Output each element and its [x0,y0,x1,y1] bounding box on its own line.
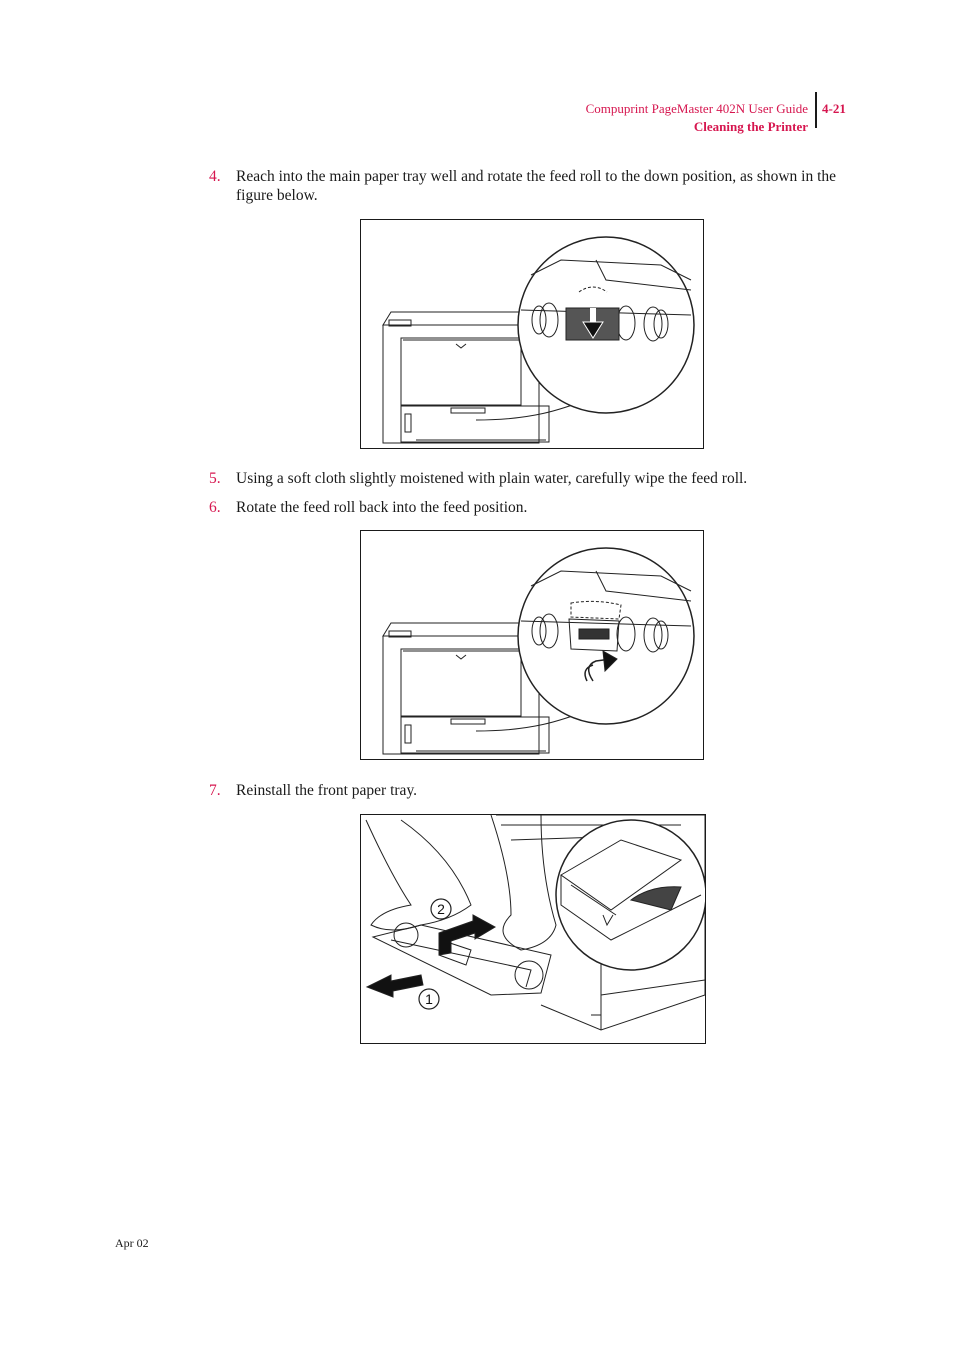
step-number: 6. [209,499,221,516]
page-number: 4-21 [822,101,846,116]
step-text: Reinstall the front paper tray. [236,782,418,799]
step-text: Reach into the main paper tray well and … [236,168,837,204]
printer-illustration [382,311,550,444]
magnified-tray-detail [555,819,705,971]
figure-reinstall-tray: 2 1 [360,814,706,1044]
magnified-feed-roll [517,547,695,725]
hands-illustration [365,815,557,951]
section-title: Cleaning the Printer [693,119,808,134]
step-text: Rotate the feed roll back into the feed … [236,499,528,516]
callout-1: 1 [418,988,440,1010]
callout-2-label: 2 [437,901,445,917]
step-7: 7. Reinstall the front paper tray. [209,781,869,800]
step-number: 5. [209,470,221,487]
step-5: 5. Using a soft cloth slightly moistened… [209,469,869,488]
magnified-feed-roll [517,236,695,414]
step-4: 4. Reach into the main paper tray well a… [209,167,869,205]
step-number: 4. [209,168,221,185]
step-text: Using a soft cloth slightly moistened wi… [236,470,748,487]
step-6: 6. Rotate the feed roll back into the fe… [209,498,869,517]
callout-1-label: 1 [425,991,433,1007]
figure-feed-roll-down [360,219,704,449]
footer-date: Apr 02 [115,1236,149,1250]
arrow-push-icon [365,974,424,998]
header-divider [815,92,817,128]
guide-title: Compuprint PageMaster 402N User Guide [585,101,808,116]
figure-feed-roll-up [360,530,704,760]
callout-2: 2 [430,898,452,920]
arrow-lift-icon [438,914,497,956]
step-number: 7. [209,782,221,799]
